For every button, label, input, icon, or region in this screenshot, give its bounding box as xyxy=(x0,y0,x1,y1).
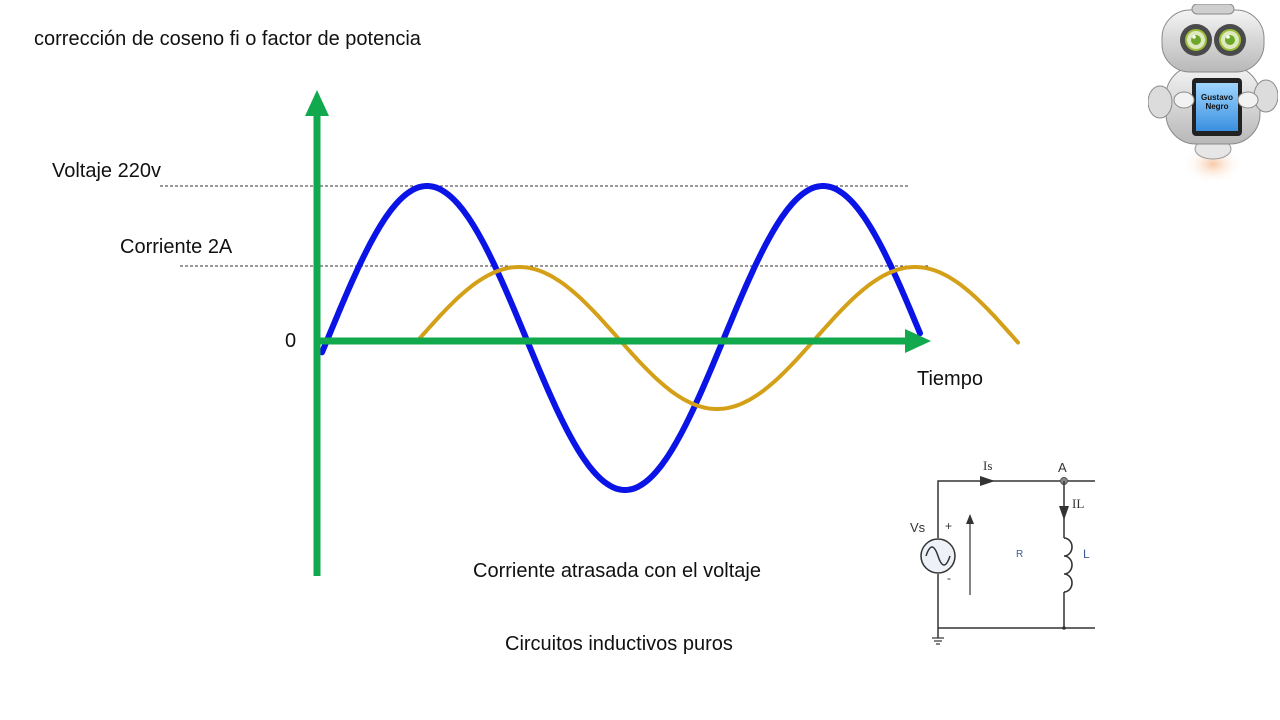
inductive-circuit-diagram: Vs + - Is A IL L R xyxy=(910,458,1095,645)
source-current-label: Is xyxy=(983,458,992,473)
mascot-name-line2: Negro xyxy=(1205,102,1228,111)
current-label: Corriente 2A xyxy=(120,236,233,258)
bottom-node-dot xyxy=(1062,626,1066,630)
ac-source-icon xyxy=(920,538,956,574)
inductor-label: L xyxy=(1083,547,1090,561)
voltage-waveform xyxy=(319,183,923,493)
voltage-arrowhead xyxy=(966,514,974,524)
voltage-label: Voltaje 220v xyxy=(52,160,161,182)
top-wire xyxy=(937,480,1095,538)
source-minus-sign: - xyxy=(947,571,951,585)
x-axis-arrowhead xyxy=(905,329,931,353)
robot-mascot-logo: Gustavo Negro xyxy=(1148,4,1278,184)
source-plus-sign: + xyxy=(945,519,952,533)
source-current-arrow-icon xyxy=(980,476,995,486)
zero-label: 0 xyxy=(285,330,297,352)
inductor-current-label: IL xyxy=(1072,496,1084,511)
resistor-label: R xyxy=(1016,549,1023,560)
mascot-name-line1: Gustavo xyxy=(1201,93,1233,102)
source-label: Vs xyxy=(910,520,926,535)
inductor-current-arrow-icon xyxy=(1059,506,1069,520)
ground-icon xyxy=(932,637,944,645)
inductor-coil-icon xyxy=(1063,537,1073,593)
current-waveform xyxy=(416,265,1020,411)
circuit-caption: Circuitos inductivos puros xyxy=(505,633,733,655)
time-axis-label: Tiempo xyxy=(917,368,983,390)
y-axis-arrowhead xyxy=(305,90,329,116)
lag-caption: Corriente atrasada con el voltaje xyxy=(473,560,761,582)
node-label: A xyxy=(1058,460,1067,475)
slide-title: corrección de coseno fi o factor de pote… xyxy=(34,28,421,50)
